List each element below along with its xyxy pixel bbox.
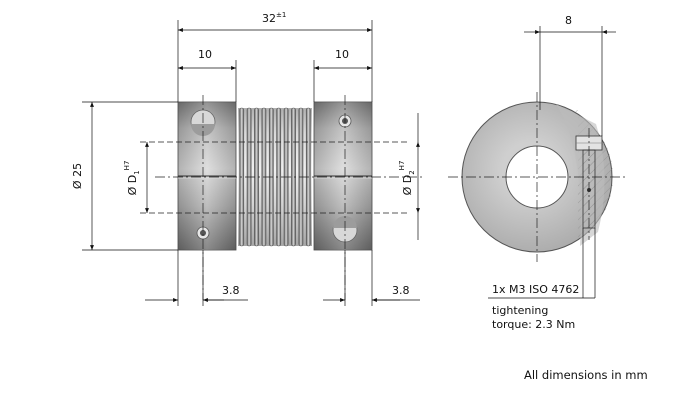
screw-spec-note: 1x M3 ISO 4762 <box>492 283 579 296</box>
tightening-note-line2: torque: 2.3 Nm <box>492 318 575 331</box>
side-view: 8 <box>448 14 628 299</box>
side-width-label: 8 <box>565 14 572 27</box>
hub-left-length-label: 10 <box>198 48 212 61</box>
overall-length-label: 32±1 <box>262 11 286 25</box>
bore-right-label: Ø D2H7 <box>398 161 416 196</box>
left-hub <box>177 101 237 251</box>
hub-right-length-label: 10 <box>335 48 349 61</box>
right-hub <box>313 101 373 251</box>
screw-offset-right-label: 3.8 <box>392 284 410 297</box>
bore-left-label: Ø D1H7 <box>123 161 141 196</box>
screw-offset-left-label: 3.8 <box>222 284 240 297</box>
dimension-lines <box>82 20 420 306</box>
units-footer: All dimensions in mm <box>524 368 648 382</box>
tightening-note-line1: tightening <box>492 304 548 317</box>
outer-diameter-label: Ø 25 <box>71 163 84 189</box>
